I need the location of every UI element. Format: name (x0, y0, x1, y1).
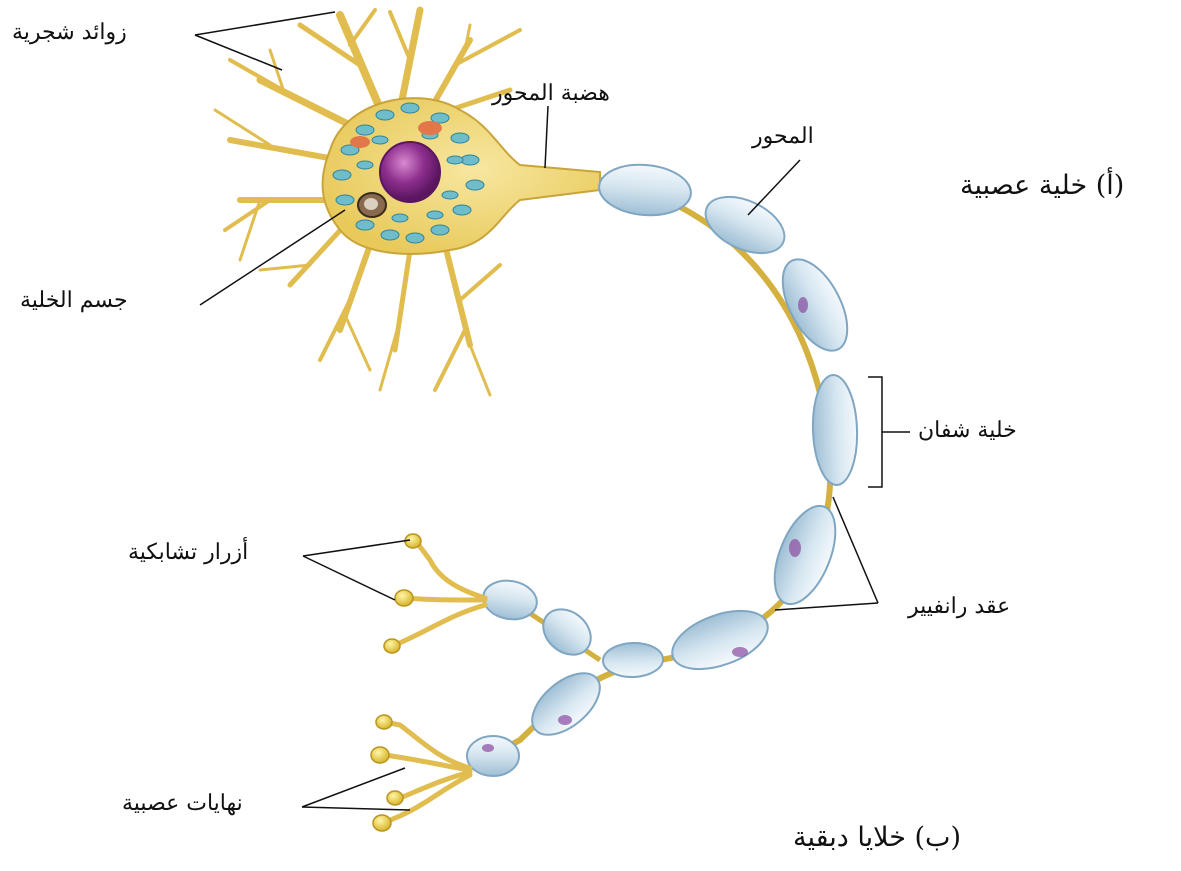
cell-inclusion-core (364, 198, 378, 210)
label-nerve-endings: نهايات عصبية (122, 791, 243, 816)
myelin-sheath (467, 161, 861, 776)
label-dendrites: زوائد شجرية (12, 20, 127, 45)
label-schwann-cell: خلية شفان (918, 418, 1017, 443)
label-axon: المحور (752, 124, 814, 149)
label-axon-hillock: هضبة المحور (492, 81, 610, 106)
nerve-endings-lower (385, 722, 470, 822)
mitochondrion (418, 121, 442, 135)
label-cell-body: جسم الخلية (20, 288, 128, 313)
label-nodes-of-ranvier: عقد رانفيير (908, 594, 1010, 619)
cell-body (323, 98, 600, 254)
schwann-nuclei (482, 297, 808, 752)
label-glial-cells: (ب) خلايا دبقية (793, 822, 961, 853)
mitochondrion (350, 136, 370, 148)
nucleus (380, 142, 440, 202)
label-neuron: (أ) خلية عصبية (960, 170, 1124, 201)
axon-core (465, 180, 830, 770)
label-synaptic-knobs: أزرار تشابكية (128, 540, 248, 565)
nerve-ending-knobs (371, 715, 403, 831)
